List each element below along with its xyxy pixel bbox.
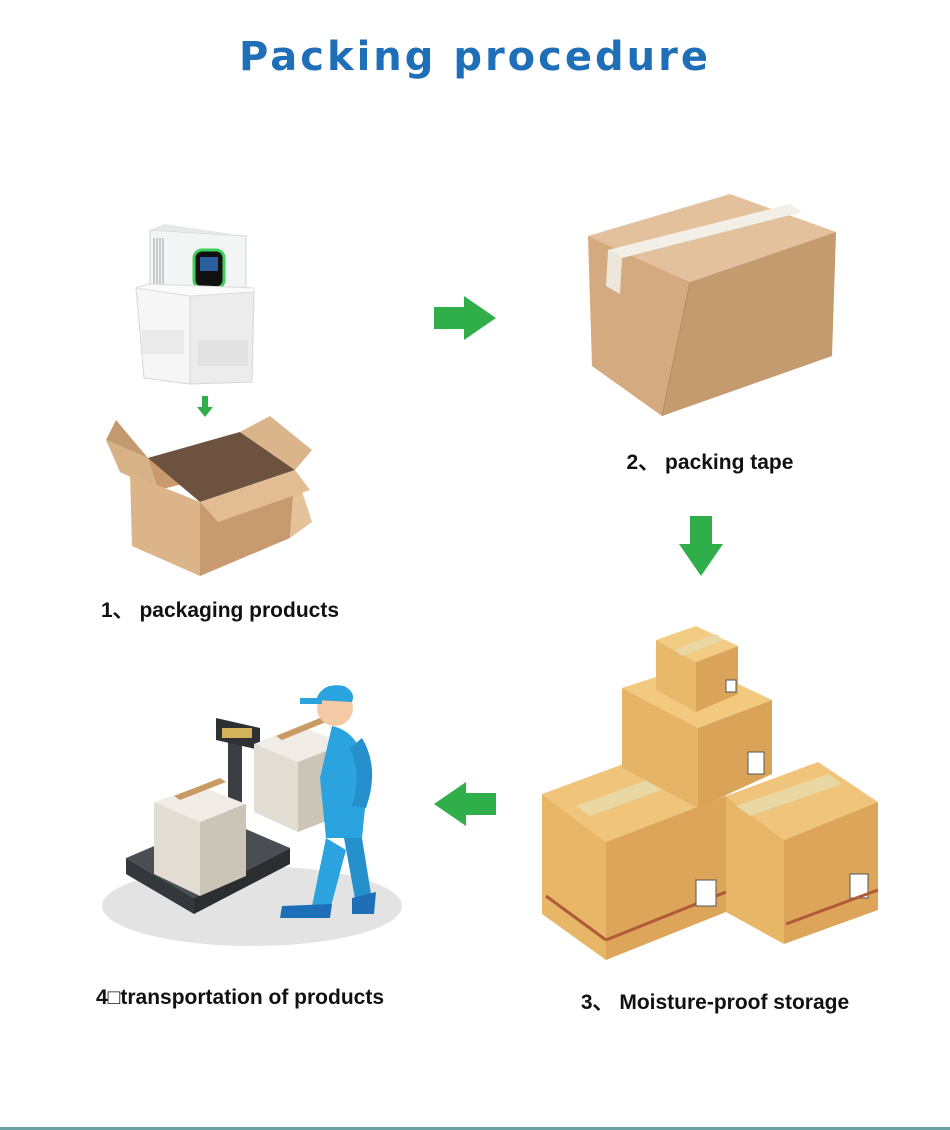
taped-carton-image <box>588 194 836 417</box>
step-1-label: 1、 packaging products <box>100 599 340 622</box>
arrow-down-icon <box>679 516 723 576</box>
inverter-in-foam-image <box>135 224 255 385</box>
step-2-label: 2、 packing tape <box>626 451 794 474</box>
stacked-boxes-image <box>542 626 879 960</box>
bottom-border <box>0 1127 950 1130</box>
arrow-down-icon <box>197 396 213 417</box>
step-3-label: 3、 Moisture-proof storage <box>580 991 850 1014</box>
page-title: Packing procedure <box>239 34 711 80</box>
worker-with-scale-image <box>102 685 402 946</box>
step-4-label: 4□transportation of products <box>95 986 385 1009</box>
arrow-left-icon <box>434 782 496 826</box>
arrow-right-icon <box>434 296 496 340</box>
open-carton-image <box>106 416 312 576</box>
